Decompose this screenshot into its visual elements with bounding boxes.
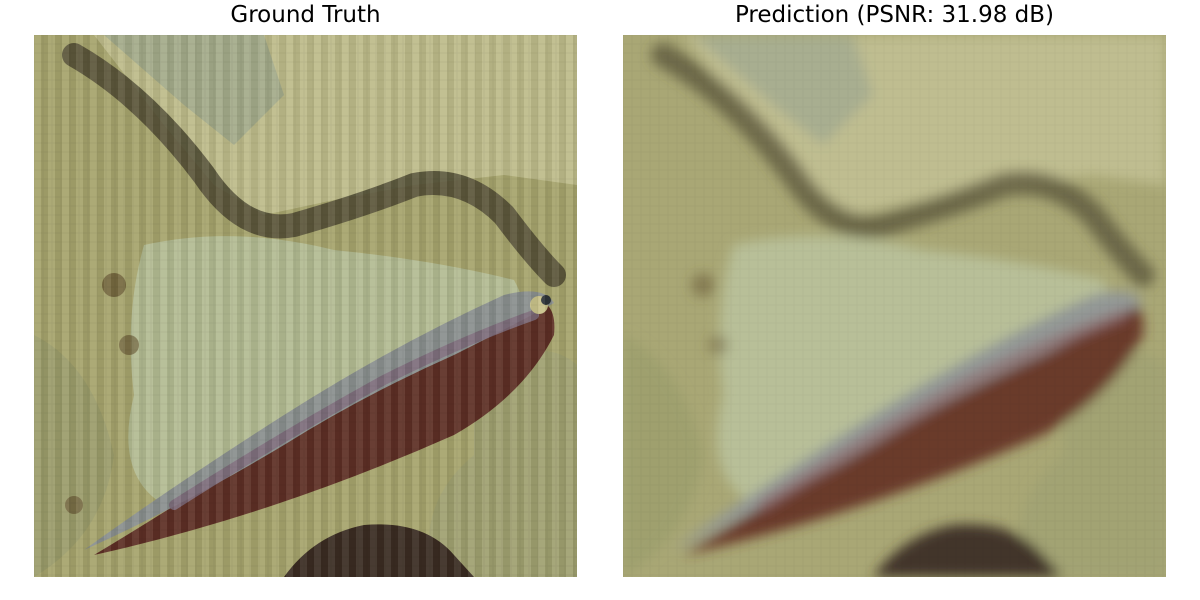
prediction-panel: Prediction (PSNR: 31.98 dB) [623,0,1166,600]
prediction-fish-picture [623,35,1166,577]
ground-truth-image [34,35,577,577]
prediction-title: Prediction (PSNR: 31.98 dB) [734,2,1055,28]
prediction-image [623,35,1166,577]
ground-truth-title: Ground Truth [230,2,381,28]
ground-truth-fish-picture [34,35,577,577]
ground-truth-panel: Ground Truth [34,0,577,600]
